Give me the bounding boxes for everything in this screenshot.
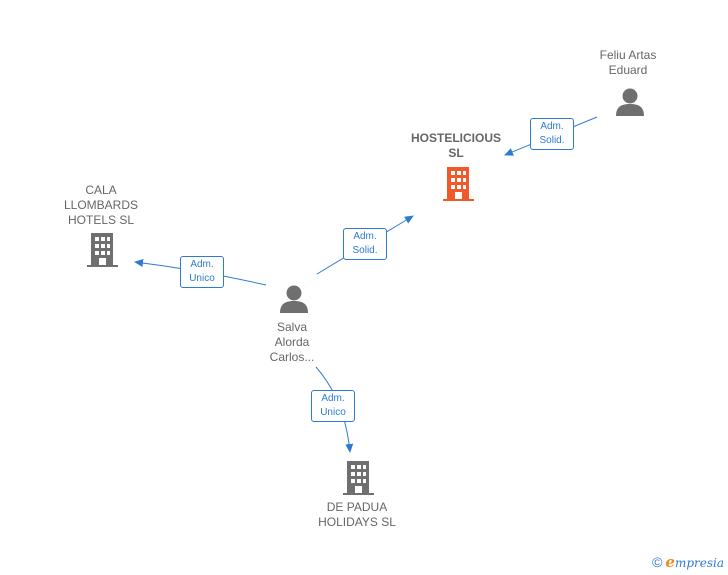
label-line: CALA <box>85 183 117 197</box>
label-line: Salva <box>276 320 308 334</box>
edge-label-line: Solid. <box>539 135 565 146</box>
node-label-salva[interactable]: Salva Alorda Carlos... <box>252 320 332 365</box>
edge-label-line: Adm. <box>353 231 377 242</box>
label-line: Feliu Artas <box>599 48 657 62</box>
building-icon[interactable] <box>87 233 118 267</box>
label-line: HOTELS SL <box>67 213 135 227</box>
node-label-hostelicious[interactable]: HOSTELICIOUS SL <box>398 131 514 161</box>
empresia-watermark: © empresia <box>652 553 724 571</box>
label-line: Eduard <box>608 63 648 77</box>
label-line: SL <box>448 146 464 160</box>
building-icon[interactable] <box>443 167 474 201</box>
building-icon[interactable] <box>343 461 374 495</box>
edge-label-line: Adm. <box>321 393 345 404</box>
edge-label-line: Adm. <box>190 259 214 270</box>
label-line: LLOMBARDS <box>63 198 139 212</box>
edge-label-line: Adm. <box>540 121 564 132</box>
label-line: DE PADUA <box>326 500 388 514</box>
edge-label-feliu-hostelicious[interactable]: Adm. Solid. <box>530 118 574 150</box>
edge-label-line: Unico <box>189 273 215 284</box>
building-icon-shape <box>443 167 474 201</box>
person-icon[interactable] <box>280 285 308 314</box>
label-line: HOLIDAYS SL <box>318 515 396 529</box>
building-icon-shape <box>87 233 118 267</box>
edge-label-salva-cala[interactable]: Adm. Unico <box>180 256 224 288</box>
edge-label-salva-padua[interactable]: Adm. Unico <box>311 390 355 422</box>
node-label-feliu[interactable]: Feliu Artas Eduard <box>583 48 673 78</box>
brand-initial: e <box>665 553 675 571</box>
edge-label-line: Solid. <box>352 245 378 256</box>
copyright-symbol: © <box>652 554 663 570</box>
node-label-padua[interactable]: DE PADUA HOLIDAYS SL <box>307 500 407 530</box>
label-line: Carlos... <box>269 350 315 364</box>
label-line: HOSTELICIOUS <box>410 131 501 145</box>
person-icon[interactable] <box>616 88 644 117</box>
edge-label-salva-hostelicious[interactable]: Adm. Solid. <box>343 228 387 260</box>
brand-text: mpresia <box>674 556 724 570</box>
building-icon-shape <box>343 461 374 495</box>
edge-label-line: Unico <box>320 407 346 418</box>
label-line: Alorda <box>274 335 310 349</box>
node-label-cala[interactable]: CALA LLOMBARDS HOTELS SL <box>55 183 147 228</box>
brand-logo: empresia <box>665 553 724 571</box>
